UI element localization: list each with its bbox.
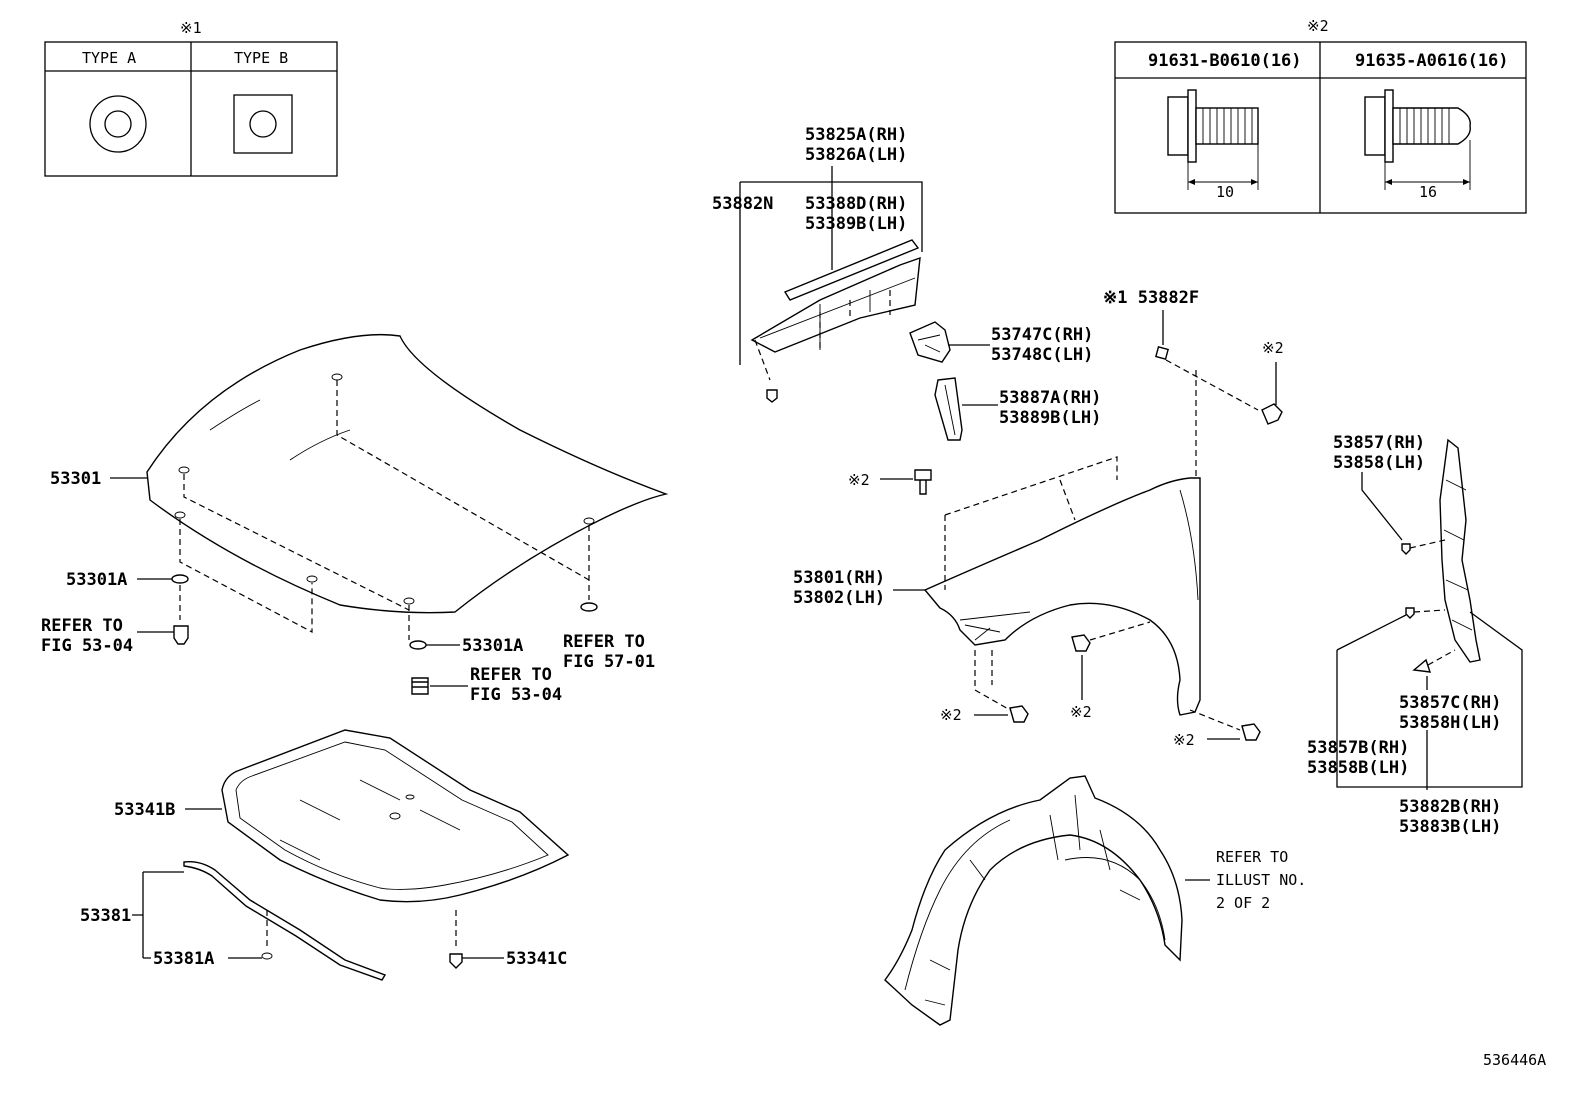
- type-a-label: TYPE A: [82, 49, 136, 67]
- label-53747c: 53747C(RH): [991, 325, 1093, 345]
- refer-53-04-mid-line1: REFER TO: [470, 665, 552, 685]
- mark-2-bottom-mid: ※2: [1070, 703, 1092, 721]
- label-53802: 53802(LH): [793, 588, 885, 608]
- fender-bolt-top-right-icon: [1261, 403, 1283, 425]
- label-53889b: 53889B(LH): [999, 408, 1101, 428]
- label-53882n: 53882N: [712, 194, 773, 214]
- refer-53-04-mid-line2: FIG 53-04: [470, 685, 562, 705]
- bolt1-length: 10: [1216, 183, 1234, 201]
- bolt2-length: 16: [1419, 183, 1437, 201]
- label-53858h: 53858H(LH): [1399, 713, 1501, 733]
- label-53883b: 53883B(LH): [1399, 817, 1501, 837]
- flange-bolt-icon: [1167, 89, 1259, 190]
- label-53887a: 53887A(RH): [999, 388, 1101, 408]
- protector-clip-upper: [1401, 543, 1411, 555]
- refer-illust-line1: REFER TO: [1216, 848, 1288, 866]
- label-53801: 53801(RH): [793, 568, 885, 588]
- fender-bolt-bottom-left-icon: [1009, 705, 1029, 723]
- legend-2-mark: ※2: [1307, 17, 1329, 35]
- label-53857c: 53857C(RH): [1399, 693, 1501, 713]
- refer-53-04-left-line1: REFER TO: [41, 616, 123, 636]
- front-fender-panel: [923, 477, 1201, 716]
- fender-bolt-top-icon: [914, 469, 932, 495]
- bolt1-part-number: 91631-B0610(16): [1148, 51, 1302, 71]
- mark-2-bottom-right: ※2: [1173, 731, 1195, 749]
- label-53388d: 53388D(RH): [805, 194, 907, 214]
- protector-clip-c: [1412, 658, 1432, 673]
- insulator-clip: [449, 953, 463, 969]
- legend-1-mark: ※1: [180, 19, 202, 37]
- label-53301a-left: 53301A: [66, 570, 127, 590]
- bolt2-part-number: 91635-A0616(16): [1355, 51, 1509, 71]
- label-53858b: 53858B(LH): [1307, 758, 1409, 778]
- fender-bracket-clip: [909, 321, 951, 363]
- mark-2-bottom-left: ※2: [940, 706, 962, 724]
- label-53857: 53857(RH): [1333, 433, 1425, 453]
- label-53301: 53301: [50, 469, 101, 489]
- type-b-nut-icon: [233, 94, 293, 154]
- label-53882b: 53882B(RH): [1399, 797, 1501, 817]
- refer-57-01-line2: FIG 57-01: [563, 652, 655, 672]
- legend-type-table: ※1 TYPE A TYPE B: [44, 19, 338, 177]
- hood-cushion-left: [171, 574, 189, 584]
- refer-illust-line2: ILLUST NO.: [1216, 871, 1306, 889]
- refer-illust-line3: 2 OF 2: [1216, 894, 1270, 912]
- fender-liner: [884, 775, 1183, 1026]
- label-53341c: 53341C: [506, 949, 567, 969]
- type-a-washer-icon: [89, 95, 147, 153]
- label-53825a: 53825A(RH): [805, 125, 907, 145]
- protector-clip-lower: [1405, 607, 1415, 619]
- legend-bolt-table: ※2 91631-B0610(16) 91635-A0616(16) 10: [1114, 17, 1527, 214]
- fender-liner-pad: [934, 377, 963, 441]
- type-b-label: TYPE B: [234, 49, 288, 67]
- hood-seal-strip: [183, 860, 387, 981]
- label-53301a-mid: 53301A: [462, 636, 523, 656]
- hood-cushion-right: [580, 602, 598, 612]
- mark-2-top-right: ※2: [1262, 339, 1284, 357]
- fender-side-protector: [1439, 438, 1481, 663]
- mark-2-fender-top: ※2: [848, 471, 870, 489]
- pointed-bolt-icon: [1364, 89, 1471, 190]
- label-53826a: 53826A(LH): [805, 145, 907, 165]
- fender-bolt-bottom-right-icon: [1241, 723, 1261, 741]
- label-53381: 53381: [80, 906, 131, 926]
- label-53858: 53858(LH): [1333, 453, 1425, 473]
- refer-57-01-line1: REFER TO: [563, 632, 645, 652]
- hood-insulator-pad: [221, 729, 570, 903]
- hood-stopper-left: [173, 625, 189, 645]
- label-53857b: 53857B(RH): [1307, 738, 1409, 758]
- hood-panel: [146, 333, 669, 640]
- fender-nut-icon: [1155, 346, 1169, 360]
- label-53341b: 53341B: [114, 800, 175, 820]
- hood-cushion-mid: [409, 640, 427, 650]
- label-53381a: 53381A: [153, 949, 214, 969]
- fender-bolt-mid-icon: [1071, 634, 1091, 652]
- diagram-id: 536446A: [1483, 1051, 1546, 1069]
- label-53882f: ※1 53882F: [1103, 288, 1199, 308]
- label-53748c: 53748C(LH): [991, 345, 1093, 365]
- hood-stopper-mid: [411, 677, 429, 695]
- fender-seal-upper: [750, 239, 921, 403]
- label-53389b: 53389B(LH): [805, 214, 907, 234]
- refer-53-04-left-line2: FIG 53-04: [41, 636, 133, 656]
